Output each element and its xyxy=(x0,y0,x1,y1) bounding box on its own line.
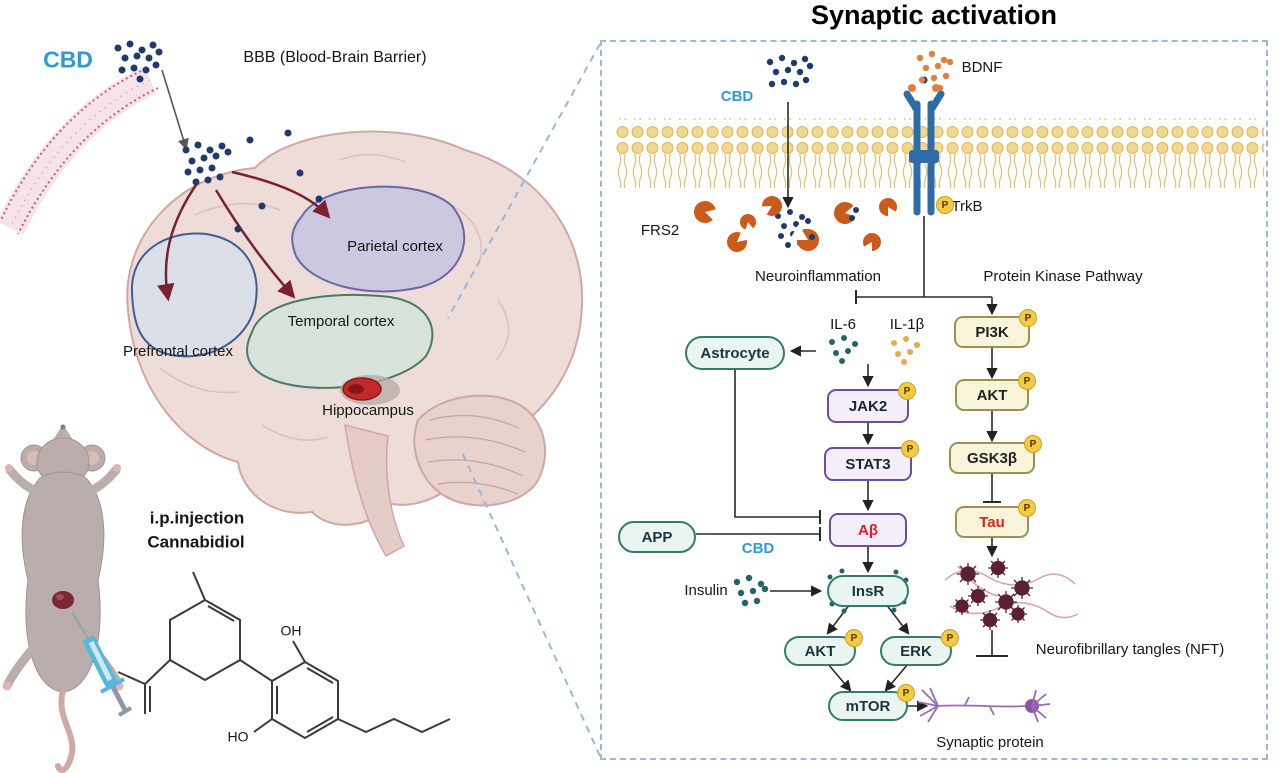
node-stat3-label: STAT3 xyxy=(845,455,891,473)
mouse-illustration xyxy=(2,424,124,773)
jak2-phospho-badge: P xyxy=(898,382,916,400)
node-jak2-label: JAK2 xyxy=(848,397,888,415)
hippocampus-marker xyxy=(340,375,400,405)
hippocampus-label: Hippocampus xyxy=(322,401,414,419)
node-gsk3b-label: GSK3β xyxy=(966,449,1017,467)
node-akt-right-label: AKT xyxy=(976,386,1008,404)
stat3-phospho-badge: P xyxy=(901,440,919,458)
node-astrocyte: Astrocyte xyxy=(685,336,785,370)
pathway-arrows xyxy=(696,102,1008,712)
cannabidiol-structure xyxy=(117,571,451,740)
tau-phospho-badge: P xyxy=(1018,499,1036,517)
cbd-dots-topleft xyxy=(114,40,163,83)
insulin-dots xyxy=(733,574,769,607)
node-akt-left: AKT P xyxy=(784,629,863,666)
bdnf-label: BDNF xyxy=(961,58,1003,76)
node-akt-right: AKT P xyxy=(955,372,1036,411)
cbd-dots-in-brain xyxy=(182,129,323,233)
node-mtor-label: mTOR xyxy=(845,697,891,715)
nft-tangles xyxy=(944,558,1079,630)
insulin-label: Insulin xyxy=(684,581,728,599)
neuron xyxy=(917,687,1051,723)
cbd-inhibitor-label: CBD xyxy=(741,539,775,557)
il6-dots xyxy=(829,335,858,364)
neuroinflammation-label: Neuroinflammation xyxy=(755,267,881,285)
node-astrocyte-label: Astrocyte xyxy=(700,344,770,362)
trkb-label: TrkB xyxy=(951,197,983,215)
node-pi3k: PI3K P xyxy=(954,309,1037,348)
akt-left-phospho-badge: P xyxy=(845,629,863,647)
il1b-dots xyxy=(891,336,920,365)
node-gsk3b: GSK3β P xyxy=(949,435,1042,474)
injection-label-line1: i.p.injection xyxy=(149,508,245,528)
node-mtor: mTOR P xyxy=(828,684,915,721)
frs2-proteins xyxy=(694,196,902,259)
temporal-cortex-label: Temporal cortex xyxy=(287,312,395,330)
bbb-label: BBB (Blood-Brain Barrier) xyxy=(243,49,427,67)
prefrontal-cortex-label: Prefrontal cortex xyxy=(122,342,234,360)
node-app-label: APP xyxy=(641,528,673,546)
node-tau: Tau P xyxy=(955,499,1036,538)
chem-ho-label: HO xyxy=(227,728,249,745)
node-erk: ERK P xyxy=(880,629,959,666)
node-erk-label: ERK xyxy=(900,642,932,660)
frs2-label: FRS2 xyxy=(640,221,680,239)
nft-label: Neurofibrillary tangles (NFT) xyxy=(1035,640,1225,658)
panel-title: Synaptic activation xyxy=(810,0,1058,30)
parietal-region xyxy=(291,185,466,293)
node-app: APP xyxy=(618,521,696,553)
il6-label: IL-6 xyxy=(830,315,856,333)
cerebellum xyxy=(413,394,547,507)
node-tau-label: Tau xyxy=(979,513,1005,531)
prefrontal-region xyxy=(130,232,258,358)
cbd-panel-label: CBD xyxy=(720,87,754,105)
synaptic-panel-border xyxy=(600,40,1268,760)
pi3k-phospho-badge: P xyxy=(1019,309,1037,327)
node-abeta-label: Aβ xyxy=(858,521,878,539)
bdnf-dots xyxy=(916,50,954,92)
erk-phospho-badge: P xyxy=(941,629,959,647)
node-insr-label: InsR xyxy=(851,582,885,600)
mtor-phospho-badge: P xyxy=(897,684,915,702)
panel-title-wrap: Synaptic activation xyxy=(600,0,1268,31)
node-akt-left-label: AKT xyxy=(804,642,836,660)
parietal-cortex-label: Parietal cortex xyxy=(347,237,443,255)
temporal-region xyxy=(246,293,434,389)
gsk3b-phospho-badge: P xyxy=(1024,435,1042,453)
distribution-arrows xyxy=(157,170,331,302)
trkb-phospho-badge: P xyxy=(936,196,954,214)
synaptic-protein-label: Synaptic protein xyxy=(936,733,1044,751)
node-pi3k-label: PI3K xyxy=(975,323,1009,341)
brainstem xyxy=(344,423,405,558)
zoom-connector-lines xyxy=(447,43,601,757)
node-stat3: STAT3 P xyxy=(824,440,919,481)
il1b-label: IL-1β xyxy=(889,315,925,333)
cbd-main-label: CBD xyxy=(43,46,93,73)
node-insr: InsR xyxy=(827,575,909,607)
syringe xyxy=(71,611,133,717)
bbb-band xyxy=(0,66,159,235)
chem-oh-label: OH xyxy=(280,622,302,639)
node-jak2: JAK2 P xyxy=(827,382,916,423)
trkb-receptor xyxy=(903,76,945,216)
cbd-dots-panel xyxy=(766,54,814,88)
bbb-crossing-arrow xyxy=(161,69,189,151)
akt-right-phospho-badge: P xyxy=(1018,372,1036,390)
node-abeta: Aβ xyxy=(829,513,907,547)
protein-kinase-pathway-label: Protein Kinase Pathway xyxy=(983,267,1143,285)
injection-label-line2: Cannabidiol xyxy=(147,532,245,552)
lipid-bilayer-membrane xyxy=(616,118,1264,188)
